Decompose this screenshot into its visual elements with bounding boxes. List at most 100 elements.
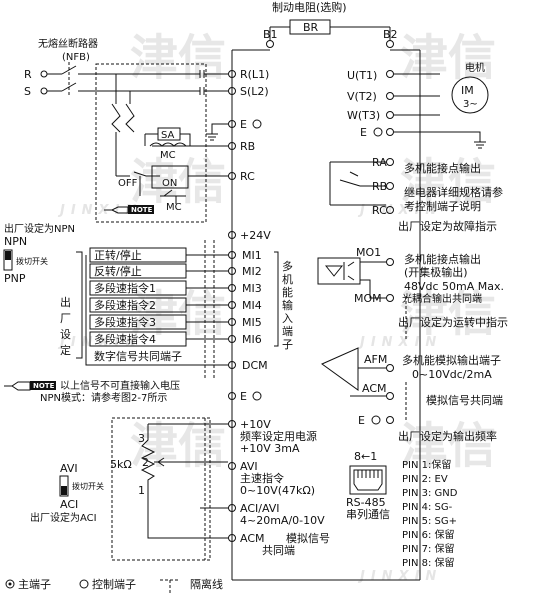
- pot-pin-1: 1: [138, 484, 145, 497]
- rs485-pin-4: PIN 4: SG-: [402, 502, 453, 513]
- watermark-brand-en: JINXIN: [357, 203, 442, 218]
- terminal-afm: [386, 364, 394, 372]
- factory-group-char-1: 出: [60, 295, 71, 309]
- terminal-e-label: E: [240, 118, 247, 131]
- terminal-mi6: [228, 335, 236, 343]
- npn-label: NPN: [4, 235, 27, 248]
- terminal-rl1-label: R(L1): [240, 68, 269, 81]
- terminal-b1: [266, 40, 274, 48]
- terminal-v-label: V(T2): [347, 90, 377, 103]
- optocoupler: [317, 257, 361, 285]
- ground-icon-afm: [371, 415, 381, 425]
- afm-acm-desc: 模拟信号共同端: [426, 393, 503, 407]
- aci-switch-label: ACI: [60, 498, 78, 511]
- input-desc-mi4: 多段速指令2: [94, 298, 156, 312]
- legend-control-terminal-icon: [79, 579, 89, 589]
- input-group-label-char: 入: [282, 312, 293, 325]
- terminal-relay-rb-label: RB: [372, 180, 387, 193]
- legend-main-terminal-icon: [5, 579, 15, 589]
- terminal-p10: [228, 420, 236, 428]
- input-group-label: 多机能输入端子: [282, 259, 293, 351]
- relay-contacts: [329, 161, 386, 206]
- terminal-sl2-label: S(L2): [240, 85, 269, 98]
- terminal-motor-e: [386, 128, 394, 136]
- terminal-dcm: [228, 361, 236, 369]
- input-rows: 正转/停止 反转/停止 多段速指令1 多段速指令2 多段速指令3 多段速指令4 …: [85, 240, 228, 380]
- terminal-mo1-label: MO1: [356, 246, 381, 259]
- off-label: OFF: [118, 178, 138, 189]
- npn-factory-label: 出厂设定为NPN: [4, 222, 75, 235]
- terminal-p10-label: +10V: [240, 418, 271, 431]
- rs485-pin-1: PIN 1:保留: [402, 458, 451, 471]
- terminal-aci: [228, 504, 236, 512]
- terminal-afm-acm: [386, 392, 394, 400]
- input-s-label: S: [24, 85, 31, 98]
- avi-aci-knob: [61, 486, 67, 495]
- terminal-e2: [228, 392, 236, 400]
- terminal-dcm-label: DCM: [242, 359, 268, 372]
- brake-resistor-wire: [269, 26, 391, 40]
- nfb-title: 无熔丝断路器: [38, 37, 98, 50]
- input-desc-mi3: 多段速指令1: [94, 281, 156, 295]
- npn-pnp-switch[interactable]: [3, 249, 13, 271]
- acm-desc-1: 模拟信号: [286, 531, 330, 545]
- ground-icon-motor: [373, 127, 383, 137]
- input-desc-mi1: 正转/停止: [94, 248, 142, 262]
- npn-pnp-knob: [5, 251, 11, 260]
- relay-factory: 出厂设定为故障指示: [398, 219, 497, 233]
- legend-isolation-label: 隔离线: [190, 577, 223, 591]
- mc-main-contacts: [199, 70, 228, 95]
- terminal-mi1: [228, 251, 236, 259]
- pot-pin-3: 3: [138, 432, 145, 445]
- avi-desc-1: 主速指令: [240, 471, 284, 485]
- terminal-mi6-label: MI6: [242, 333, 262, 346]
- input-group-label-char: 能: [282, 285, 293, 299]
- note-badge: [128, 205, 154, 214]
- input-desc-mi5: 多段速指令3: [94, 315, 156, 329]
- input-desc-mi2: 反转/停止: [94, 264, 142, 278]
- relay-desc-1: 多机能接点输出: [404, 161, 481, 175]
- terminal-b2: [386, 40, 394, 48]
- npn-switch-label: 拨切开关: [16, 256, 48, 266]
- terminal-acm: [228, 534, 236, 542]
- input-group-label-char: 多: [282, 259, 293, 273]
- watermark-brand-en: JINXIN: [357, 335, 442, 350]
- terminal-w-label: W(T3): [347, 109, 380, 122]
- input-group-label-char: 子: [282, 338, 293, 351]
- mc-label-1: MC: [160, 150, 176, 161]
- rs485-pin-8: PIN 8: 保留: [402, 556, 455, 569]
- ground-symbol: [206, 123, 228, 141]
- on-label: ON: [162, 178, 177, 189]
- terminal-p24: [228, 231, 236, 239]
- terminal-mom-label: MOM: [354, 292, 382, 305]
- mom-desc: 光耦合输出共同端: [402, 292, 482, 305]
- afm-desc-1: 多机能模拟输出端子: [402, 353, 501, 367]
- terminal-b2-label: B2: [383, 28, 398, 41]
- watermark-brand-en: JINXIN: [57, 203, 142, 218]
- terminal-mi2-label: MI2: [242, 265, 262, 278]
- input-group-label-char: 端: [282, 325, 293, 338]
- terminal-afm-acm-label: ACM: [362, 382, 387, 395]
- terminal-b1-label: B1: [263, 28, 278, 41]
- brake-resistor-title: 制动电阻(选购): [272, 0, 347, 14]
- terminal-relay-rb: [386, 182, 394, 190]
- rs485-port: [349, 465, 387, 495]
- avi-aci-switch[interactable]: [59, 475, 69, 497]
- watermark-brand: 津信: [400, 30, 496, 86]
- sa-wiring: [144, 133, 200, 147]
- terminal-ra-label: RA: [372, 156, 387, 169]
- watermark-brand: 津信: [130, 30, 226, 86]
- terminal-mi3: [228, 284, 236, 292]
- input-wires: [85, 254, 228, 366]
- input-group-label-char: 机: [282, 272, 293, 286]
- watermark-brand: 津信: [400, 418, 496, 474]
- mc-label-2: MC: [166, 202, 182, 213]
- terminal-mi1-label: MI1: [242, 249, 262, 262]
- rs485-subtitle: 串列通信: [346, 507, 390, 521]
- optocoupler-symbol: [324, 261, 386, 299]
- relay-desc-3: 考控制端子说明: [404, 199, 481, 213]
- motor-phase: 3~: [463, 99, 478, 110]
- terminal-afm-label: AFM: [364, 353, 387, 366]
- input-group-label-char: 输: [282, 298, 293, 312]
- terminal-rc: [228, 172, 236, 180]
